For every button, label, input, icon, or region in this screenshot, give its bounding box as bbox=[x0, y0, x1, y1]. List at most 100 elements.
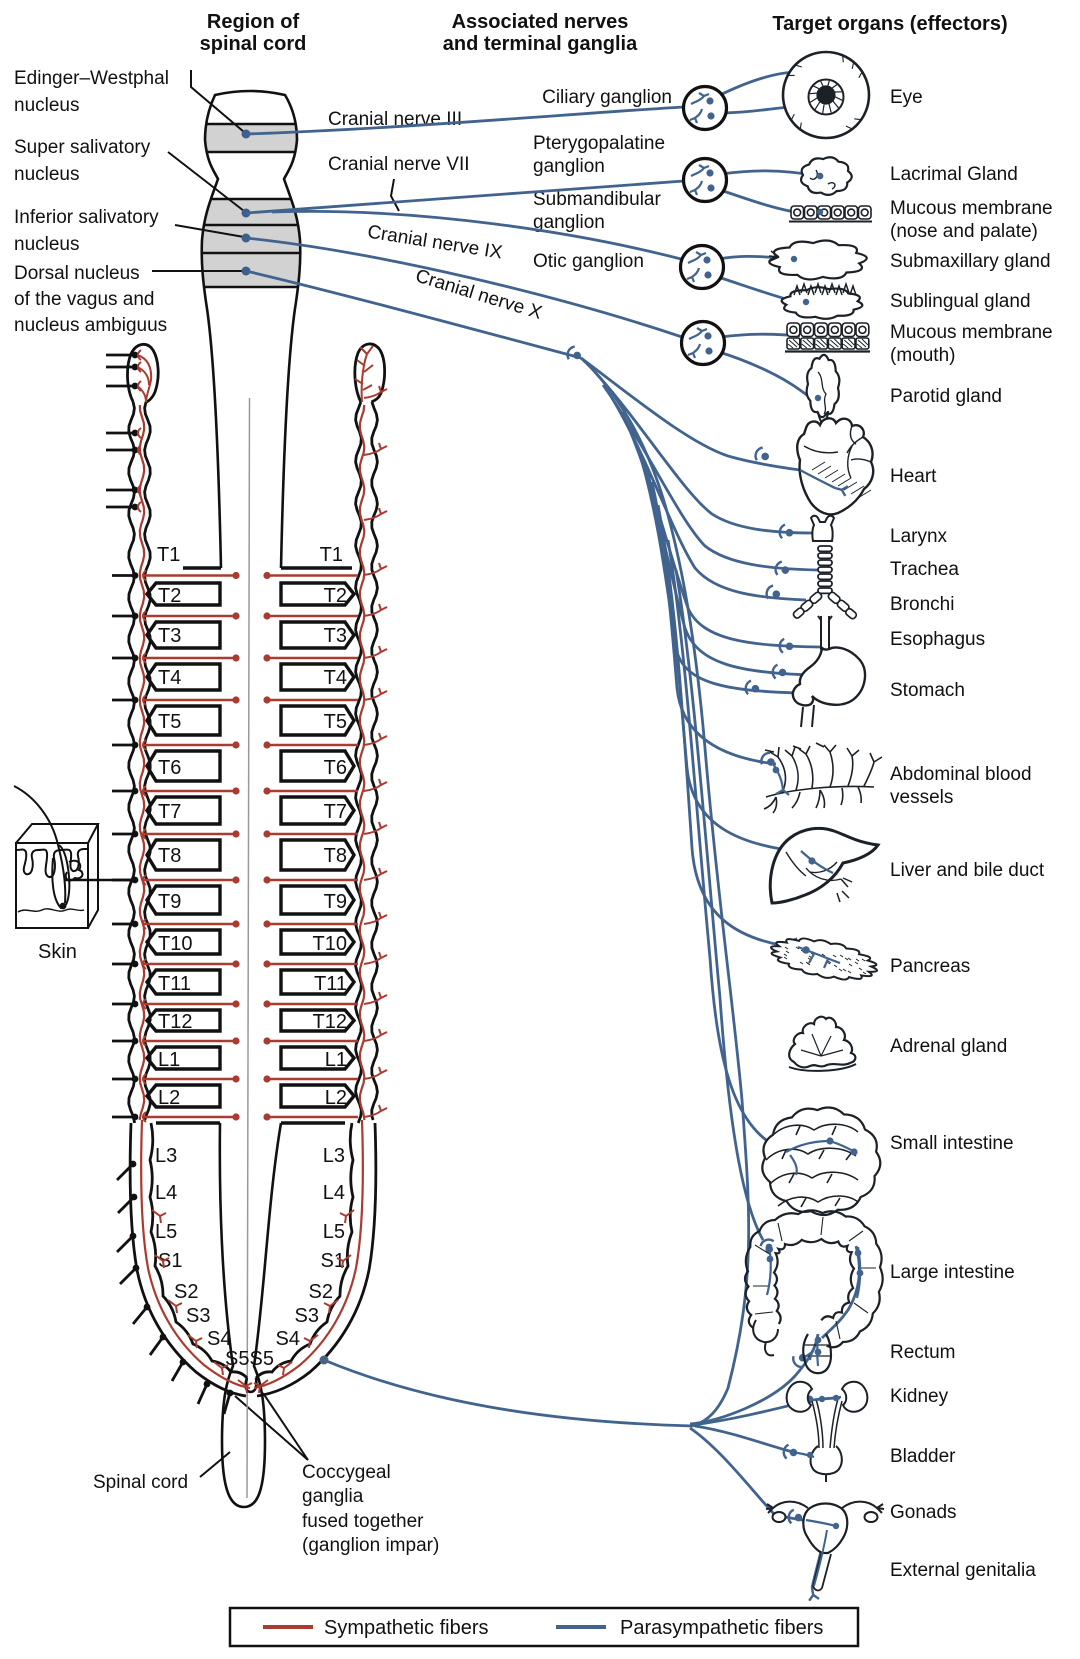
svg-text:Heart: Heart bbox=[890, 466, 937, 487]
svg-text:Stomach: Stomach bbox=[890, 680, 965, 701]
svg-text:Inferior salivatory: Inferior salivatory bbox=[14, 207, 159, 228]
svg-text:L3: L3 bbox=[155, 1145, 177, 1167]
svg-text:T1: T1 bbox=[320, 544, 343, 566]
svg-text:Parasympathetic fibers: Parasympathetic fibers bbox=[620, 1617, 823, 1639]
svg-text:External genitalia: External genitalia bbox=[890, 1560, 1036, 1581]
svg-text:S5: S5 bbox=[225, 1348, 249, 1370]
svg-text:L3: L3 bbox=[323, 1145, 345, 1167]
svg-text:T4: T4 bbox=[324, 667, 347, 689]
svg-text:S3: S3 bbox=[186, 1305, 210, 1327]
svg-text:T8: T8 bbox=[324, 845, 347, 867]
svg-text:T7: T7 bbox=[324, 801, 347, 823]
svg-text:S4: S4 bbox=[207, 1328, 231, 1350]
svg-text:Cranial nerve IX: Cranial nerve IX bbox=[366, 222, 504, 264]
svg-text:Sympathetic fibers: Sympathetic fibers bbox=[324, 1617, 489, 1639]
svg-text:Eye: Eye bbox=[890, 87, 923, 108]
svg-text:T6: T6 bbox=[158, 757, 181, 779]
svg-text:Spinal cord: Spinal cord bbox=[93, 1472, 188, 1493]
svg-text:Associated nerves: Associated nerves bbox=[452, 11, 629, 33]
svg-text:and terminal ganglia: and terminal ganglia bbox=[443, 33, 638, 55]
svg-text:Otic ganglion: Otic ganglion bbox=[533, 251, 644, 272]
svg-text:Abdominal blood: Abdominal blood bbox=[890, 764, 1032, 785]
svg-text:L4: L4 bbox=[323, 1182, 345, 1204]
svg-text:L5: L5 bbox=[155, 1221, 177, 1243]
svg-text:fused together: fused together bbox=[302, 1511, 424, 1532]
svg-text:L2: L2 bbox=[158, 1087, 180, 1109]
svg-text:S2: S2 bbox=[309, 1281, 333, 1303]
svg-text:vessels: vessels bbox=[890, 787, 953, 808]
svg-text:T1: T1 bbox=[157, 544, 180, 566]
svg-text:Parotid gland: Parotid gland bbox=[890, 386, 1002, 407]
svg-text:T3: T3 bbox=[158, 625, 181, 647]
svg-text:Larynx: Larynx bbox=[890, 526, 948, 547]
svg-text:T11: T11 bbox=[158, 973, 191, 995]
svg-text:Liver and bile duct: Liver and bile duct bbox=[890, 860, 1045, 881]
svg-text:T5: T5 bbox=[158, 711, 181, 733]
svg-text:spinal cord: spinal cord bbox=[200, 33, 307, 55]
svg-text:nucleus: nucleus bbox=[14, 164, 80, 185]
svg-text:L4: L4 bbox=[155, 1182, 177, 1204]
svg-text:L1: L1 bbox=[325, 1049, 347, 1071]
svg-text:S2: S2 bbox=[174, 1281, 198, 1303]
svg-text:T8: T8 bbox=[158, 845, 181, 867]
svg-text:Edinger–Westphal: Edinger–Westphal bbox=[14, 68, 169, 89]
svg-text:Pancreas: Pancreas bbox=[890, 956, 970, 977]
svg-text:(mouth): (mouth) bbox=[890, 345, 955, 366]
svg-text:Target organs (effectors): Target organs (effectors) bbox=[772, 13, 1007, 35]
svg-text:Submaxillary gland: Submaxillary gland bbox=[890, 251, 1051, 272]
svg-text:Large intestine: Large intestine bbox=[890, 1262, 1015, 1283]
svg-text:S3: S3 bbox=[295, 1305, 319, 1327]
svg-text:S4: S4 bbox=[276, 1328, 300, 1350]
svg-text:Gonads: Gonads bbox=[890, 1502, 957, 1523]
svg-text:T2: T2 bbox=[158, 585, 181, 607]
svg-text:T5: T5 bbox=[324, 711, 347, 733]
svg-text:Coccygeal: Coccygeal bbox=[302, 1462, 391, 1483]
svg-text:Skin: Skin bbox=[38, 941, 77, 963]
svg-text:Ciliary ganglion: Ciliary ganglion bbox=[542, 87, 672, 108]
svg-text:T12: T12 bbox=[158, 1011, 192, 1033]
svg-text:T4: T4 bbox=[158, 667, 181, 689]
svg-text:Submandibular: Submandibular bbox=[533, 189, 661, 210]
svg-text:S1: S1 bbox=[321, 1250, 345, 1272]
svg-text:Pterygopalatine: Pterygopalatine bbox=[533, 133, 665, 154]
svg-text:Mucous membrane: Mucous membrane bbox=[890, 322, 1053, 343]
svg-text:Adrenal gland: Adrenal gland bbox=[890, 1036, 1007, 1057]
svg-text:Region of: Region of bbox=[207, 11, 300, 33]
svg-text:Esophagus: Esophagus bbox=[890, 629, 985, 650]
svg-text:T11: T11 bbox=[314, 973, 347, 995]
svg-text:L2: L2 bbox=[325, 1087, 347, 1109]
svg-text:T9: T9 bbox=[158, 891, 181, 913]
svg-text:Dorsal nucleus: Dorsal nucleus bbox=[14, 263, 140, 284]
svg-text:Sublingual gland: Sublingual gland bbox=[890, 291, 1031, 312]
svg-text:Mucous membrane: Mucous membrane bbox=[890, 198, 1053, 219]
svg-text:S5: S5 bbox=[250, 1348, 274, 1370]
svg-text:L5: L5 bbox=[323, 1221, 345, 1243]
svg-text:Lacrimal Gland: Lacrimal Gland bbox=[890, 164, 1018, 185]
svg-text:T6: T6 bbox=[324, 757, 347, 779]
svg-text:T7: T7 bbox=[158, 801, 181, 823]
svg-text:ganglion: ganglion bbox=[533, 212, 605, 233]
svg-text:nucleus ambiguus: nucleus ambiguus bbox=[14, 315, 167, 336]
svg-text:nucleus: nucleus bbox=[14, 234, 80, 255]
svg-text:T9: T9 bbox=[324, 891, 347, 913]
svg-text:Bladder: Bladder bbox=[890, 1446, 956, 1467]
svg-text:T2: T2 bbox=[324, 585, 347, 607]
svg-text:ganglion: ganglion bbox=[533, 156, 605, 177]
svg-text:Small intestine: Small intestine bbox=[890, 1133, 1014, 1154]
svg-text:ganglia: ganglia bbox=[302, 1486, 364, 1507]
svg-text:nucleus: nucleus bbox=[14, 95, 80, 116]
svg-text:T10: T10 bbox=[158, 933, 192, 955]
svg-text:Cranial nerve X: Cranial nerve X bbox=[413, 266, 545, 324]
svg-text:of the vagus and: of the vagus and bbox=[14, 289, 155, 310]
svg-text:Bronchi: Bronchi bbox=[890, 594, 954, 615]
svg-text:(ganglion impar): (ganglion impar) bbox=[302, 1535, 439, 1556]
svg-text:Rectum: Rectum bbox=[890, 1342, 955, 1363]
svg-text:(nose and palate): (nose and palate) bbox=[890, 221, 1038, 242]
svg-text:T12: T12 bbox=[313, 1011, 347, 1033]
svg-text:Super salivatory: Super salivatory bbox=[14, 137, 151, 158]
svg-text:T3: T3 bbox=[324, 625, 347, 647]
svg-text:T10: T10 bbox=[313, 933, 347, 955]
svg-text:Trachea: Trachea bbox=[890, 559, 959, 580]
svg-text:L1: L1 bbox=[158, 1049, 180, 1071]
svg-text:Cranial nerve VII: Cranial nerve VII bbox=[328, 154, 470, 175]
